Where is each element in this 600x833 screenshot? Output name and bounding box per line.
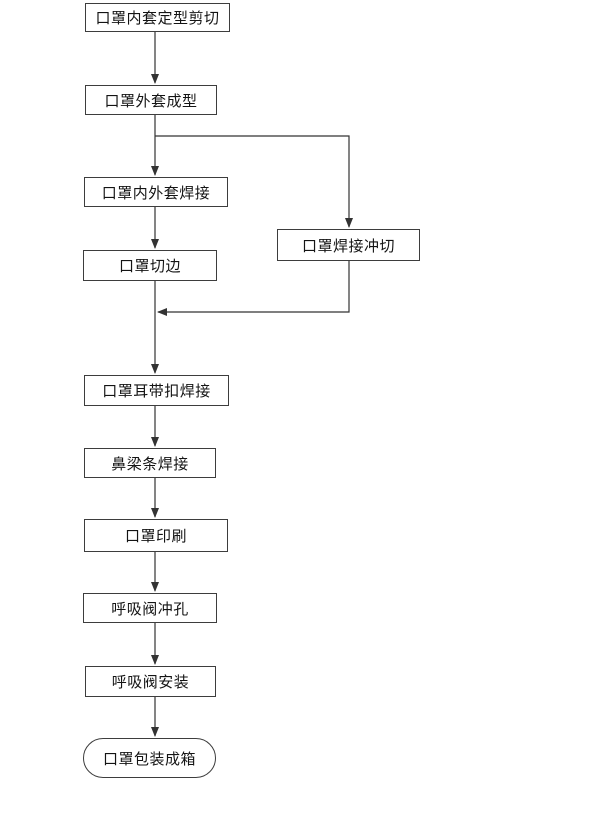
flow-node-packaging-boxing: 口罩包装成箱 bbox=[83, 738, 216, 778]
flow-node-valve-punching: 呼吸阀冲孔 bbox=[83, 593, 217, 623]
flow-node-nose-bridge-welding: 鼻梁条焊接 bbox=[84, 448, 216, 478]
flow-node-ear-strap-buckle-welding: 口罩耳带扣焊接 bbox=[84, 375, 229, 406]
flow-node-edge-trimming: 口罩切边 bbox=[83, 250, 217, 281]
flow-node-valve-installation: 呼吸阀安装 bbox=[85, 666, 216, 697]
flow-node-welding-punch-cutting: 口罩焊接冲切 bbox=[277, 229, 420, 261]
flow-node-mask-printing: 口罩印刷 bbox=[84, 519, 228, 552]
flow-node-inner-cover-shaping-cutting: 口罩内套定型剪切 bbox=[85, 3, 230, 32]
flow-node-outer-cover-forming: 口罩外套成型 bbox=[85, 85, 217, 115]
flow-node-inner-outer-cover-welding: 口罩内外套焊接 bbox=[84, 177, 228, 207]
edge-n2-n4 bbox=[155, 135, 353, 228]
edge-n4-join bbox=[157, 261, 350, 316]
